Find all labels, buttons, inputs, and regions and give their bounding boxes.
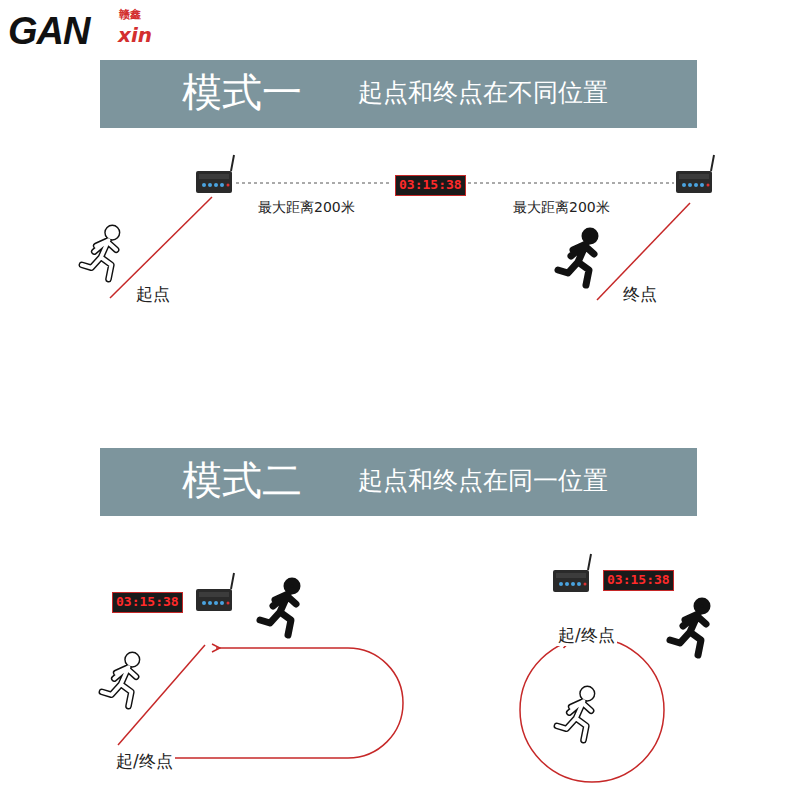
- mode-band: 模式二 起点和终点在同一位置: [100, 448, 697, 516]
- controller: [196, 155, 234, 193]
- logo-text: xin: [118, 24, 152, 47]
- mode-band: 模式一 起点和终点在不同位置: [100, 60, 697, 128]
- mode-title: 模式二: [182, 456, 302, 504]
- display-time: 03:15:38: [399, 177, 462, 194]
- start-finish-label: 起/终点: [556, 626, 617, 646]
- logo-chinese: 赣鑫: [119, 9, 141, 22]
- mode-subtitle: 起点和终点在同一位置: [358, 466, 608, 496]
- start-label: 起点: [136, 285, 170, 305]
- track-u: [170, 648, 403, 758]
- led-display: 03:15:38: [603, 570, 674, 591]
- distance-label: 最大距离200米: [256, 199, 357, 215]
- finish-label: 终点: [623, 285, 657, 305]
- runner-outline: [82, 228, 117, 279]
- mode-subtitle: 起点和终点在不同位置: [358, 78, 608, 108]
- led-display: 03:15:38: [395, 175, 466, 196]
- start-line: [110, 197, 212, 298]
- start-finish-label: 起/终点: [114, 752, 175, 772]
- led-display: 03:15:38: [112, 592, 183, 613]
- runner-solid: [670, 601, 707, 655]
- display-time: 03:15:38: [607, 572, 670, 589]
- runner-outline: [557, 689, 592, 740]
- mode-title: 模式一: [182, 68, 302, 116]
- controller: [676, 155, 714, 193]
- runner-outline: [102, 655, 137, 706]
- track-circle: [520, 638, 664, 782]
- range-line: [468, 183, 674, 184]
- controller: [196, 573, 234, 611]
- runner-solid: [558, 231, 595, 285]
- range-line: [236, 183, 392, 184]
- distance-label: 最大距离200米: [511, 199, 612, 215]
- logo-text: GAN: [8, 10, 89, 54]
- controller: [553, 554, 591, 592]
- display-time: 03:15:38: [116, 594, 179, 611]
- runner-solid: [260, 581, 297, 635]
